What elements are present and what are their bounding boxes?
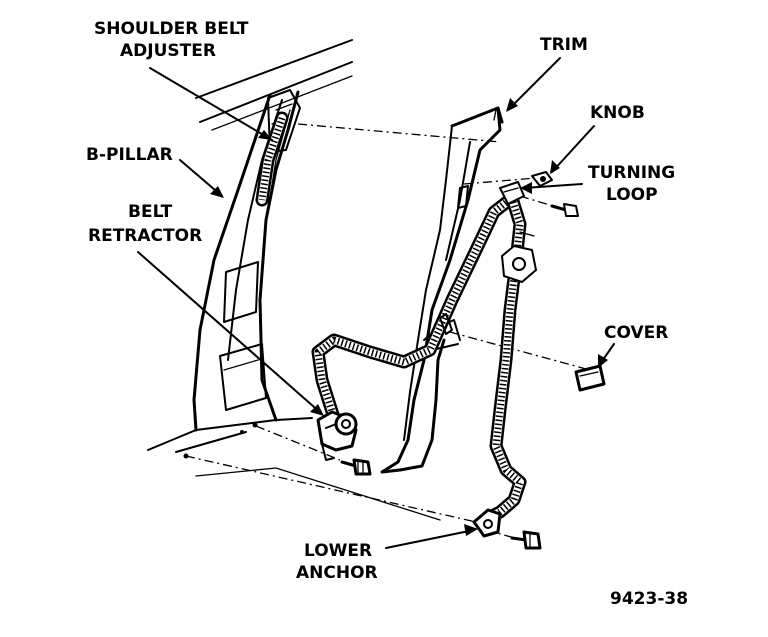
b-pillar-structure (147, 39, 441, 521)
retractor-bolt (340, 458, 372, 476)
labels: SHOULDER BELT ADJUSTER B-PILLAR BELT RET… (86, 19, 688, 609)
label-shoulder-belt-adjuster-line2: ADJUSTER (120, 41, 216, 61)
label-turning-loop-line1: TURNING (588, 163, 675, 183)
label-shoulder-belt-adjuster-line1: SHOULDER BELT (94, 19, 249, 39)
label-cover: COVER (604, 323, 668, 343)
lower-anchor (472, 508, 542, 550)
figure-number: 9423-38 (610, 589, 688, 609)
label-trim: TRIM (540, 35, 588, 55)
belt-retractor (316, 410, 358, 461)
label-b-pillar: B-PILLAR (86, 145, 173, 165)
cover (574, 364, 606, 392)
trim-clip (439, 313, 453, 335)
label-lower-anchor-line1: LOWER (304, 541, 372, 561)
label-belt-retractor-line2: RETRACTOR (88, 226, 202, 246)
label-belt-retractor-line1: BELT (128, 202, 173, 222)
turning-loop-bolt (550, 203, 579, 217)
knob (531, 171, 553, 187)
label-lower-anchor-line2: ANCHOR (296, 563, 378, 583)
turning-loop (499, 181, 537, 283)
trim-panel (380, 106, 504, 474)
label-turning-loop-line2: LOOP (606, 185, 658, 205)
belt-webbing (255, 111, 527, 525)
leader-lines (137, 57, 615, 549)
label-knob: KNOB (590, 103, 645, 123)
